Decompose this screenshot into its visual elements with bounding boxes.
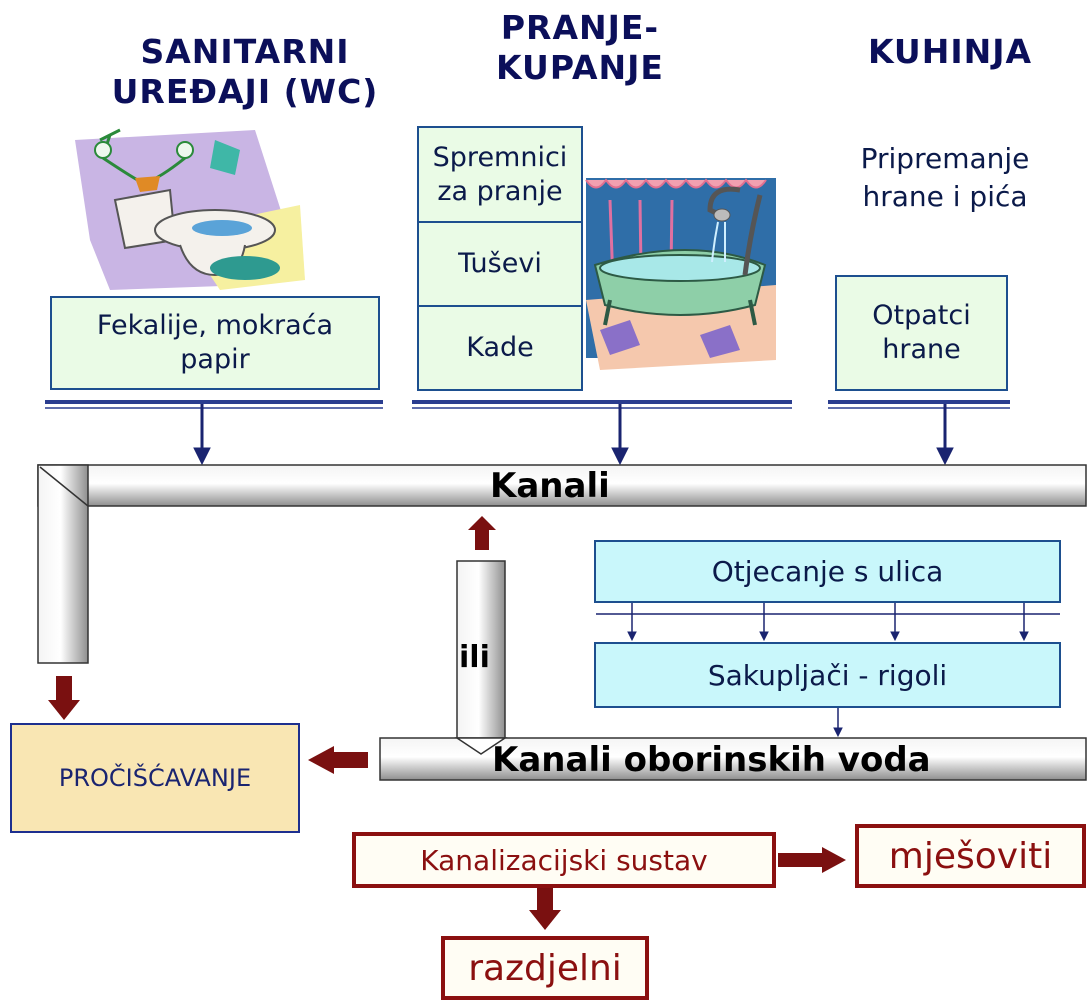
treatment-arrows	[48, 516, 846, 930]
inflow-arrows	[193, 404, 954, 466]
heading-pranje-line1: PRANJE-	[500, 8, 660, 47]
pranje-item-tusevi: Tuševi	[417, 221, 583, 307]
pranje-item-kade: Kade	[417, 305, 583, 391]
main-pipe	[37, 464, 1087, 664]
kuhinja-description: Pripremanje hrane i pića	[860, 142, 1030, 213]
main-pipe-label: Kanali	[490, 466, 610, 506]
sewer-system-label: Kanalizacijski sustav	[420, 843, 708, 877]
storm-pipe-label: Kanali oborinskih voda	[492, 740, 931, 780]
runoff-box: Otjecanje s ulica	[594, 540, 1061, 603]
kuhinja-waste-box: Otpatci hrane	[835, 275, 1008, 391]
heading-sanitarni-line2: UREĐAJI (WC)	[111, 72, 379, 111]
heading-sanitarni-line1: SANITARNI	[140, 32, 350, 71]
separate-system-label: razdjelni	[468, 947, 622, 989]
treatment-label: PROČIŠĆAVANJE	[58, 764, 252, 792]
heading-sanitarni: SANITARNI UREĐAJI (WC)	[60, 32, 430, 112]
sanitarni-waste-box: Fekalije, mokraća papir	[50, 296, 380, 390]
treatment-box: PROČIŠĆAVANJE	[10, 723, 300, 833]
pranje-item-spremnici: Spremnici za pranje	[417, 126, 583, 223]
mixed-system-label: mješoviti	[888, 835, 1053, 877]
runoff-connectors	[596, 601, 1060, 738]
separate-system-box: razdjelni	[441, 936, 649, 1000]
mixed-system-box: mješoviti	[855, 824, 1086, 888]
heading-kuhinja: KUHINJA	[867, 32, 1033, 71]
collectors-box: Sakupljači - rigoli	[594, 642, 1061, 708]
storm-pipe	[379, 737, 1087, 781]
sewer-system-box: Kanalizacijski sustav	[352, 832, 776, 888]
ili-label: ili	[459, 640, 490, 675]
heading-pranje: PRANJE- KUPANJE	[450, 8, 710, 88]
heading-pranje-line2: KUPANJE	[496, 48, 664, 87]
top-group-baselines	[45, 400, 1010, 409]
